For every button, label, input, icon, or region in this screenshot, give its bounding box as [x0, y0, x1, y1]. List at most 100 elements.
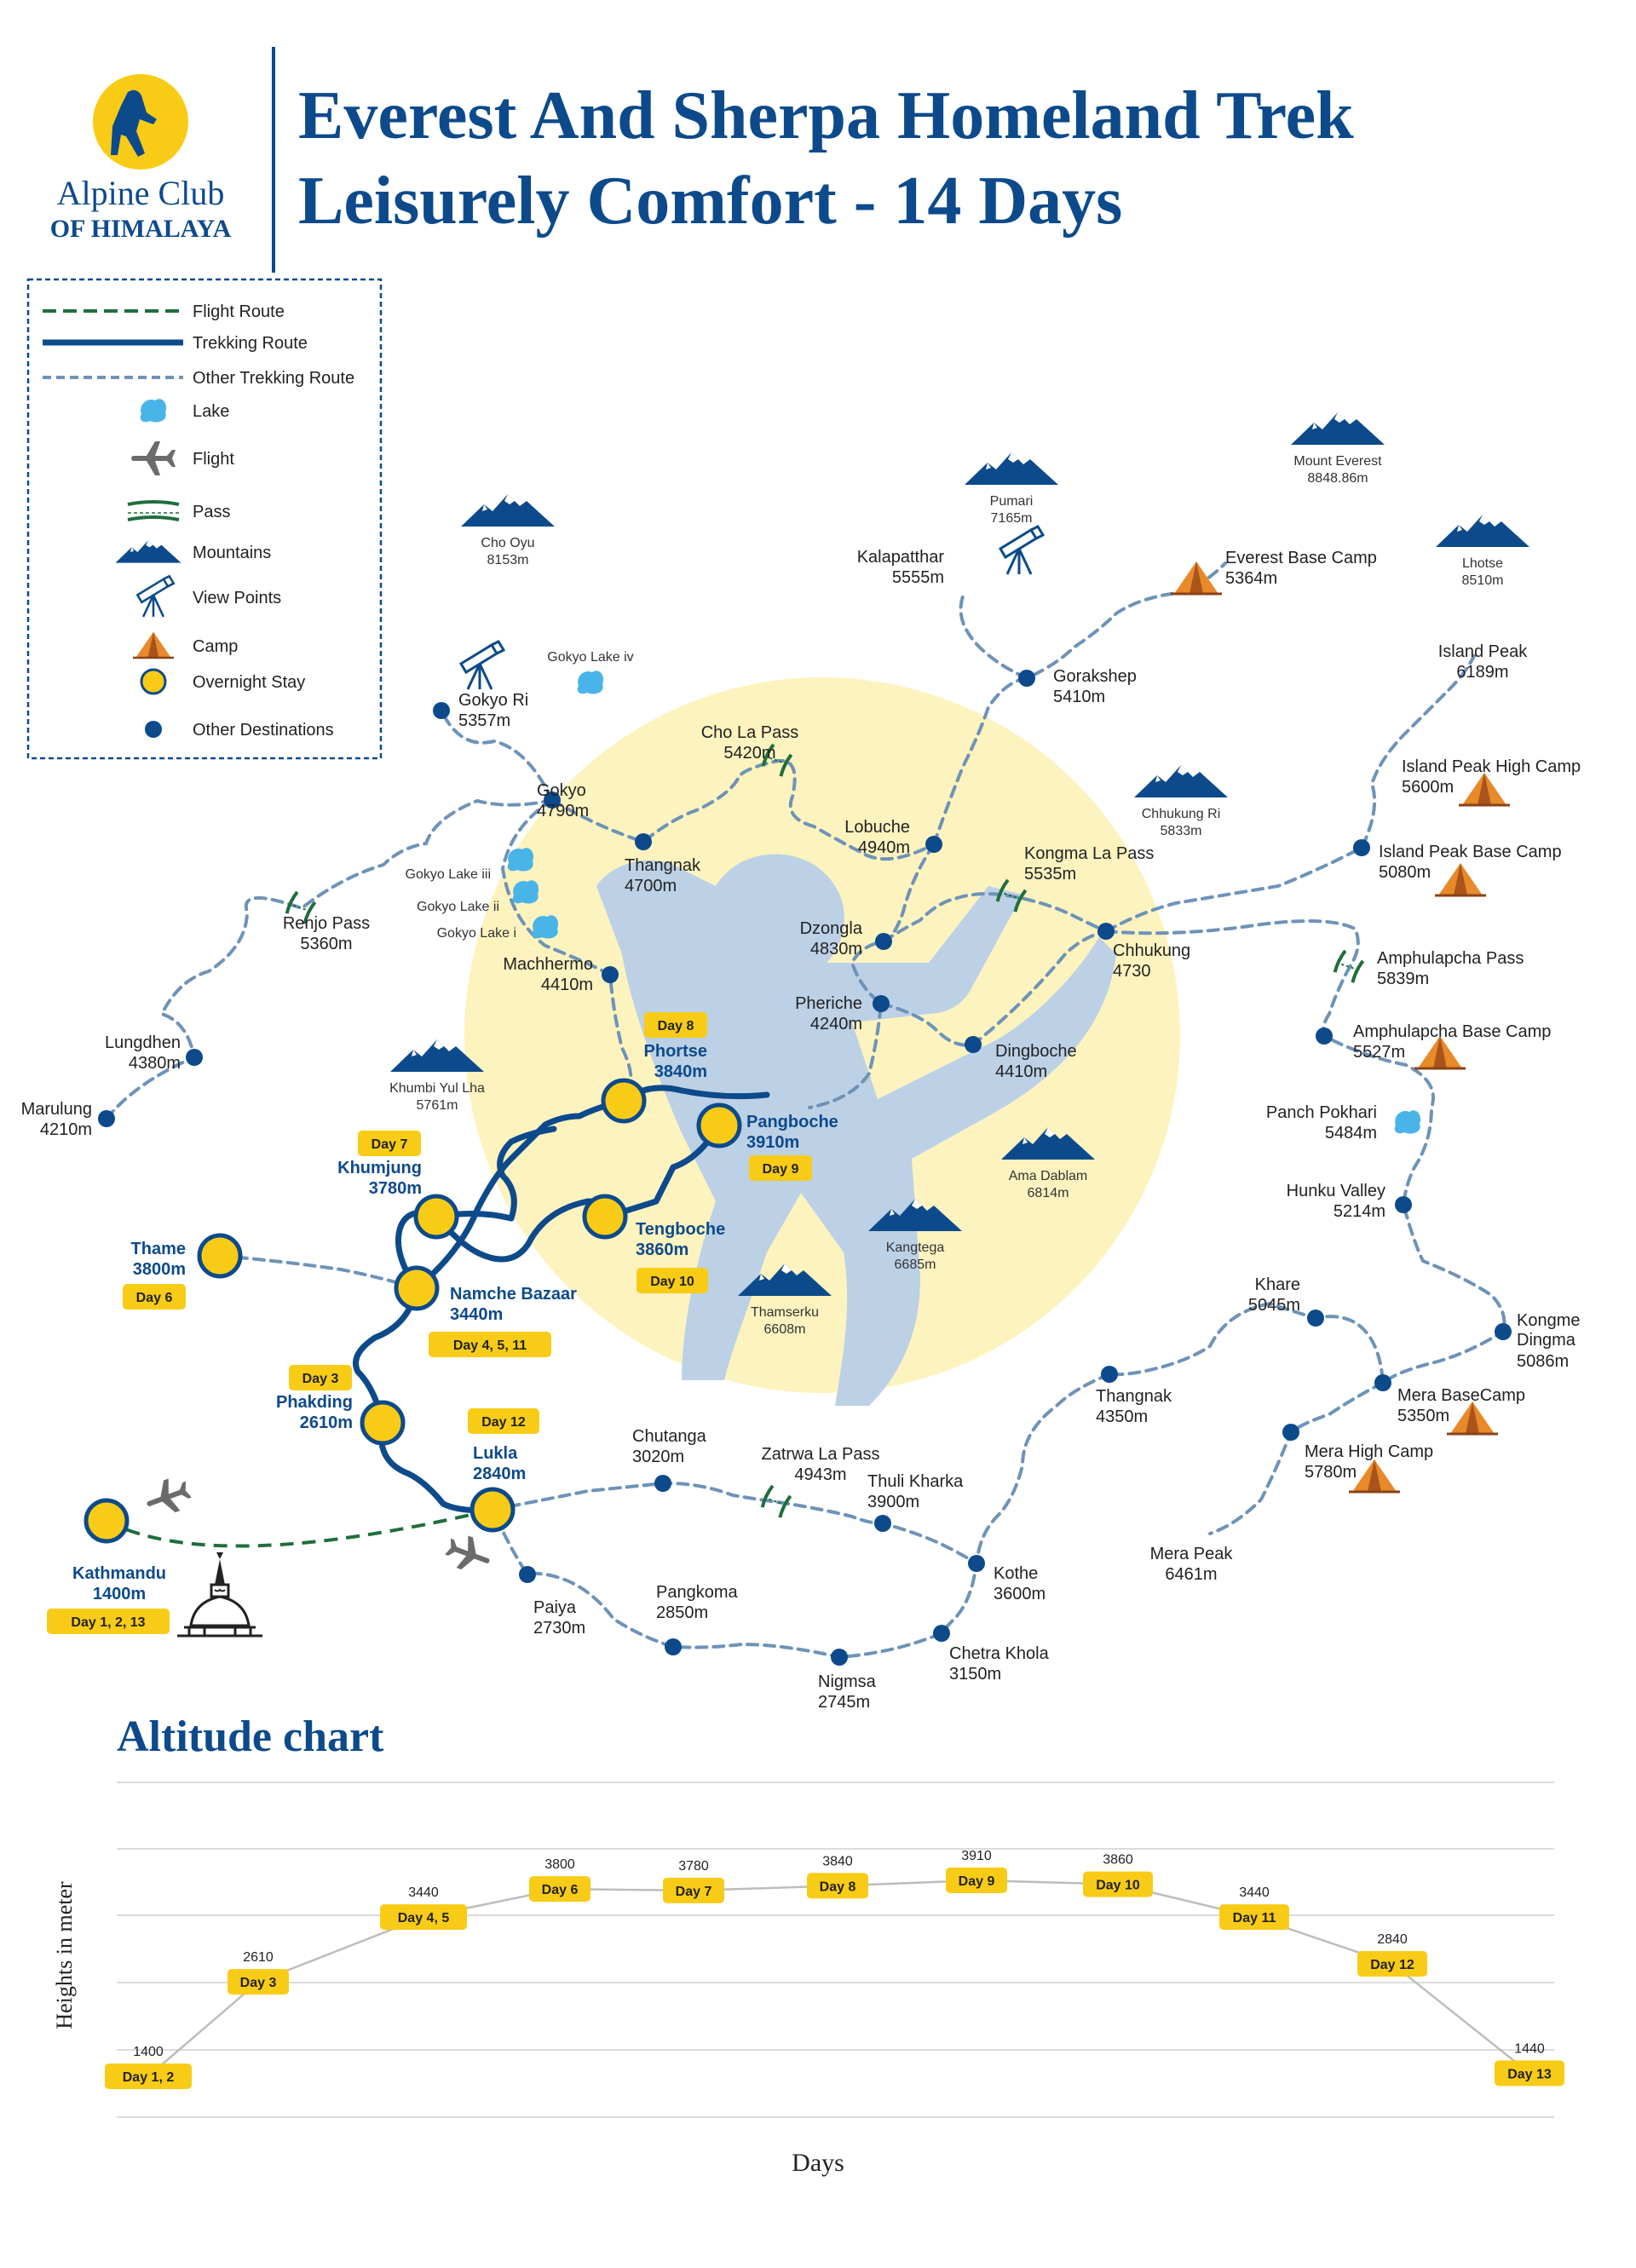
destination-name: Island Peak Base Camp — [1379, 843, 1562, 861]
destination-alt: 5045m — [1248, 1296, 1300, 1315]
destination-dot-icon — [665, 1638, 682, 1655]
destination-dot-icon — [1101, 1366, 1118, 1383]
pass-name: Amphulapcha Pass — [1377, 949, 1524, 968]
destination-dot-icon — [925, 836, 942, 853]
data-label: 2840 — [1377, 1932, 1408, 1947]
place-alt: 5600m — [1402, 778, 1454, 797]
climber-emblem-icon — [111, 89, 157, 157]
day-tag-label: Day 6 — [136, 1291, 173, 1305]
lake-gokyo-i: Gokyo Lake i — [437, 915, 559, 941]
day-marker-label: Day 12 — [1370, 1958, 1414, 1972]
destination-dot-icon — [831, 1649, 848, 1666]
pass-icon — [1331, 948, 1367, 985]
destination-dot-icon — [1316, 1028, 1333, 1045]
lake-icon — [512, 880, 539, 904]
overnight-alt: 3840m — [654, 1062, 707, 1081]
mountain-icon — [461, 494, 555, 527]
pass-alt: 5839m — [1377, 970, 1429, 988]
data-label: 3440 — [408, 1885, 439, 1900]
destination-alt: 2850m — [656, 1603, 708, 1622]
mountain-alt: 6814m — [1028, 1186, 1069, 1200]
legend-label: Flight — [193, 450, 234, 469]
day-tag-label: Day 9 — [763, 1162, 799, 1177]
lake-gokyo-ii: Gokyo Lake ii — [417, 880, 539, 914]
mountain-alt: 5761m — [417, 1098, 458, 1113]
mountain-name: Lhotse — [1462, 556, 1503, 571]
legend-item-camp: Camp — [131, 630, 238, 659]
stupa-icon — [177, 1552, 262, 1638]
other-trekking-routes — [105, 561, 1506, 1660]
legend-label: Other Destinations — [193, 721, 334, 740]
mountain-name: Ama Dablam — [1009, 1169, 1087, 1183]
other-route-segment — [491, 1481, 978, 1565]
overnight-name: Phortse — [644, 1042, 707, 1061]
destination-dot-icon — [519, 1566, 536, 1583]
trek-route-segment — [602, 1122, 723, 1220]
mountain-name: Pumari — [990, 494, 1034, 509]
day-marker — [1357, 1951, 1427, 1977]
day-marker-label: Day 4, 5 — [398, 1911, 450, 1925]
destination-dot-icon — [654, 1475, 671, 1492]
mountain-icon — [965, 452, 1058, 485]
data-label: 3780 — [678, 1859, 709, 1874]
data-label: 3860 — [1103, 1853, 1133, 1868]
overnight-stay-icon — [601, 1078, 647, 1124]
destination-dot-icon — [874, 1515, 891, 1532]
legend-label: Lake — [193, 402, 229, 421]
destination-name: Nigmsa — [818, 1672, 877, 1691]
pass-alt: 5360m — [300, 935, 352, 953]
mountain-name: Thamserku — [751, 1305, 819, 1320]
day-marker — [529, 1876, 590, 1902]
data-label: 3440 — [1239, 1885, 1270, 1900]
destination-alt: 4380m — [129, 1054, 181, 1073]
place-name: Panch Pokhari — [1266, 1103, 1377, 1122]
mountain-icon — [1436, 515, 1529, 547]
legend-label: Trekking Route — [193, 334, 308, 353]
other-route-segment — [1104, 919, 1506, 1386]
destination-alt: 5410m — [1053, 688, 1105, 706]
pass-name: Kongma La Pass — [1024, 844, 1154, 863]
destination-alt: 3900m — [867, 1493, 919, 1511]
overnight-stay-icon — [413, 1194, 459, 1240]
day-tag — [637, 1268, 708, 1293]
destination-name: Machhermo — [503, 955, 593, 974]
legend-label: Other Trekking Route — [193, 369, 354, 388]
destination-island-bc: Island Peak Base Camp 5080m — [1353, 839, 1562, 882]
pass-amphulapcha: Amphulapcha Pass 5839m — [1331, 948, 1524, 988]
place-alt: 5555m — [892, 568, 944, 587]
lake-name: Gokyo Lake iii — [406, 867, 492, 882]
legend-item-flight-route: Flight Route — [43, 302, 285, 321]
telescope-icon — [459, 640, 505, 691]
overnight-alt: 3780m — [369, 1179, 422, 1198]
other-route-segment — [500, 798, 633, 1102]
place-alt: 6189m — [1456, 663, 1508, 682]
day-marker-label: Day 10 — [1096, 1879, 1140, 1893]
destination-name: Pangkoma — [656, 1583, 738, 1602]
lake-name: Gokyo Lake ii — [417, 900, 499, 914]
destination-name: Chutanga — [632, 1427, 707, 1446]
destination-alt: 4350m — [1096, 1407, 1148, 1426]
mountain-name: Cho Oyu — [481, 536, 534, 550]
destination-alt: 5527m — [1353, 1043, 1405, 1062]
destination-alt: 5080m — [1379, 863, 1431, 882]
destination-name: Lungdhen — [105, 1033, 181, 1052]
lake-gokyo-iv: Gokyo Lake iv — [547, 650, 634, 694]
